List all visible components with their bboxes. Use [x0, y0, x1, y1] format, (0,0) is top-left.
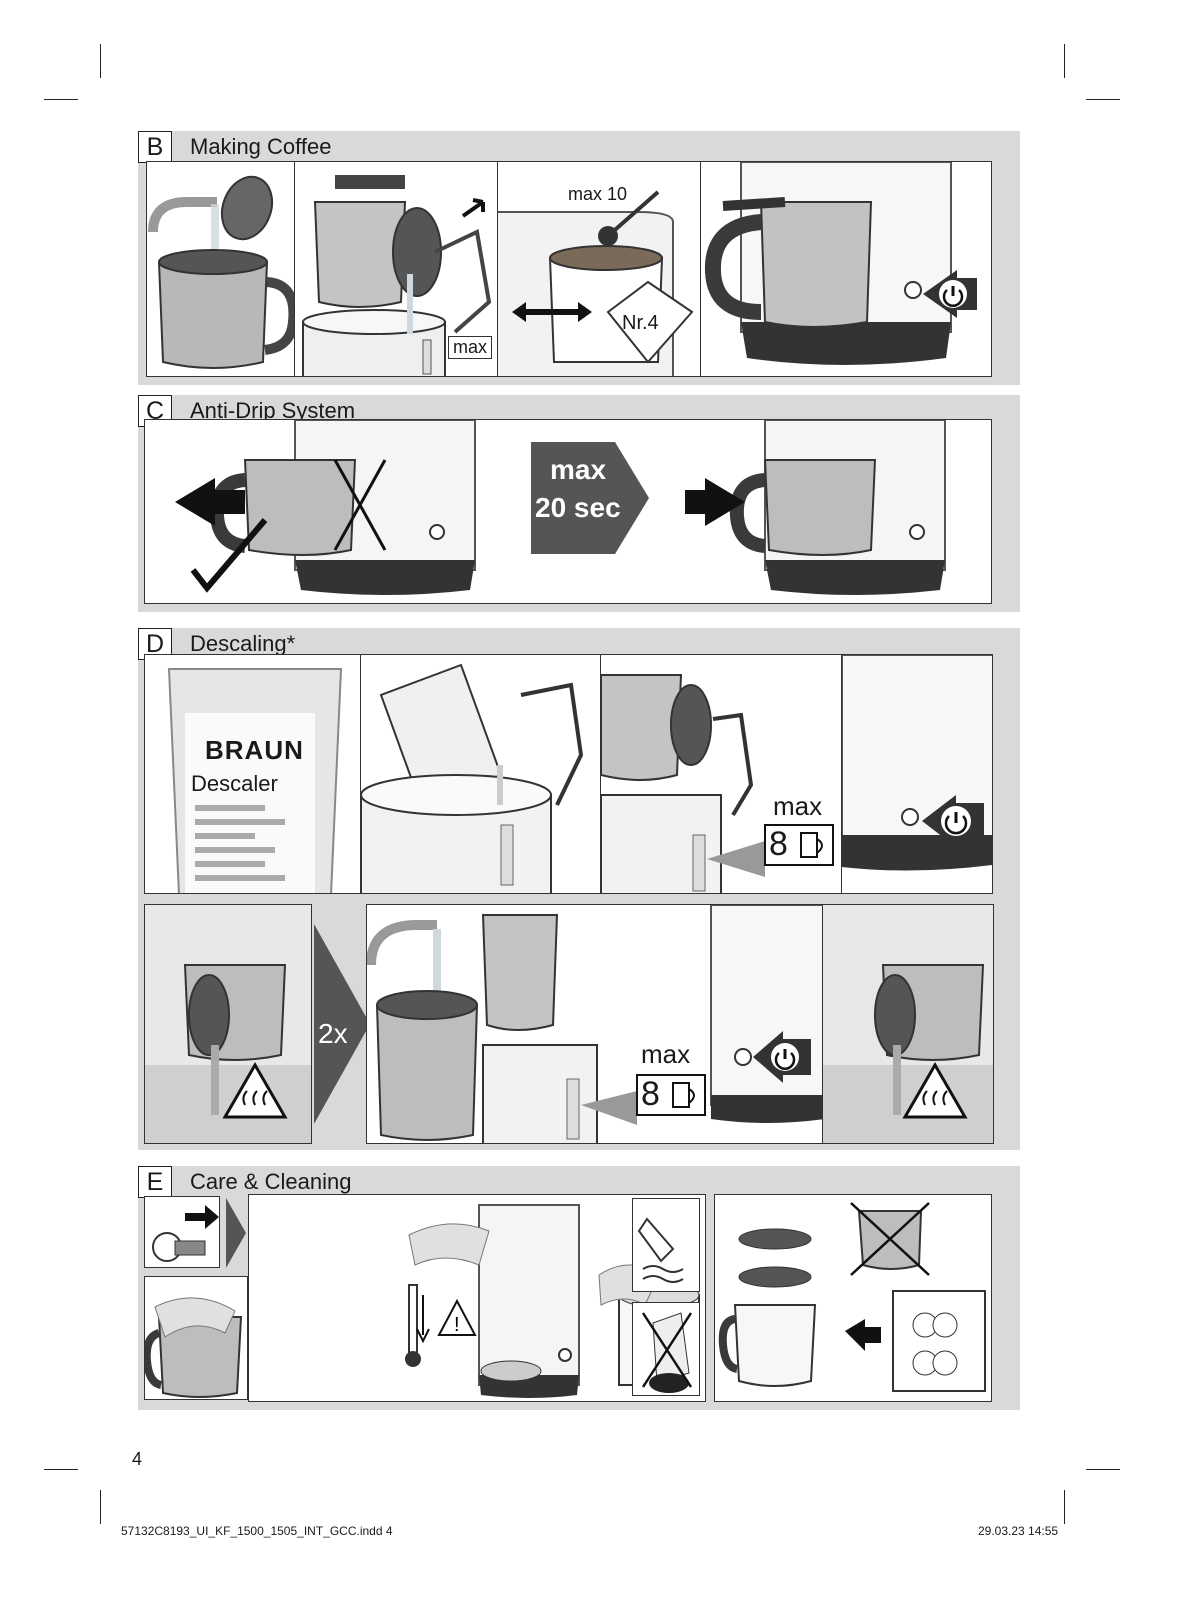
- illustration-fill-water-8: max 8: [600, 654, 844, 894]
- section-title: Descaling*: [190, 631, 296, 656]
- section-title: Making Coffee: [190, 134, 332, 159]
- section-making-coffee: B Making Coffee max: [138, 131, 1020, 385]
- section-title: Anti-Drip System: [190, 398, 356, 423]
- illustration-rinse-cycle: max 8: [366, 904, 824, 1144]
- power-button-arrow: [753, 1031, 811, 1083]
- illustration-anti-drip: max 20 sec: [144, 419, 992, 604]
- illustration-switch-on-descale: [841, 654, 993, 894]
- cups-count: 8: [641, 1075, 660, 1113]
- max-scoops-label: max 10: [568, 184, 628, 205]
- hot-surface-warning-icon: [902, 1061, 968, 1119]
- water-max-label: max: [448, 336, 493, 359]
- power-button-arrow: [923, 270, 977, 318]
- section-letter: B: [138, 131, 172, 163]
- page-number: 4: [132, 1449, 143, 1469]
- cross-icon: [850, 1202, 930, 1276]
- illustration-add-coffee: max 10 Nr.4: [497, 161, 702, 377]
- anti-drip-time-line2: 20 sec: [535, 492, 621, 523]
- crop-mark: [44, 99, 78, 100]
- section-care-cleaning: E Care & Cleaning: [138, 1166, 1020, 1410]
- illustration-empty-carafe-hot-2: [822, 904, 994, 1144]
- illustration-switch-on: [700, 161, 992, 377]
- illustration-empty-carafe-hot: [144, 904, 312, 1144]
- illustration-pour-water: max: [294, 161, 499, 377]
- cross-icon: [641, 1312, 693, 1388]
- repeat-arrow: [314, 924, 370, 1124]
- illustration-wipe-machine: !: [248, 1194, 706, 1402]
- anti-drip-time-line1: max: [550, 454, 607, 485]
- section-letter: E: [138, 1166, 172, 1198]
- crop-mark: [1064, 1490, 1065, 1524]
- illustration-no-abrasive: [632, 1302, 700, 1396]
- cups-count: 8: [769, 825, 788, 863]
- illustration-unplug: [144, 1196, 220, 1268]
- crop-mark: [1086, 1469, 1120, 1470]
- descaler-brand: BRAUN: [205, 735, 304, 765]
- illustration-wipe-carafe: [144, 1276, 248, 1400]
- filter-size-label: Nr.4: [622, 312, 659, 334]
- water-max-label: max: [641, 1039, 691, 1069]
- thermometer-icon: [405, 1284, 430, 1367]
- power-button-arrow: [922, 795, 984, 847]
- crop-mark: [1064, 44, 1065, 78]
- section-descaling: D Descaling* BRAUN Descaler: [138, 628, 1020, 1150]
- cup-icon: [672, 1082, 695, 1108]
- descaler-product: Descaler: [191, 771, 278, 796]
- illustration-fill-carafe: [146, 161, 300, 377]
- arrow-icon: [226, 1198, 246, 1268]
- repeat-label: 2x: [318, 1018, 348, 1049]
- illustration-descaler-pack: BRAUN Descaler: [144, 654, 362, 894]
- crop-mark: [44, 1469, 78, 1470]
- crop-mark: [100, 1490, 101, 1524]
- footer-date: 29.03.23 14:55: [978, 1524, 1059, 1538]
- crop-mark: [1086, 99, 1120, 100]
- section-anti-drip: C Anti-Drip System max 20 sec: [138, 395, 1020, 612]
- svg-text:!: !: [454, 1314, 460, 1336]
- illustration-pour-descaler: [360, 654, 602, 894]
- check-icon: [190, 518, 268, 593]
- warning-icon: !: [437, 1298, 477, 1336]
- hot-surface-warning-icon: [222, 1061, 288, 1119]
- cup-icon: [800, 832, 823, 858]
- illustration-detergent: [632, 1198, 700, 1292]
- crop-mark: [100, 44, 101, 78]
- section-title: Care & Cleaning: [190, 1169, 352, 1194]
- water-max-label: max: [773, 791, 823, 821]
- illustration-dishwasher: [714, 1194, 992, 1402]
- footer-file-name: 57132C8193_UI_KF_1500_1505_INT_GCC.indd …: [121, 1524, 393, 1538]
